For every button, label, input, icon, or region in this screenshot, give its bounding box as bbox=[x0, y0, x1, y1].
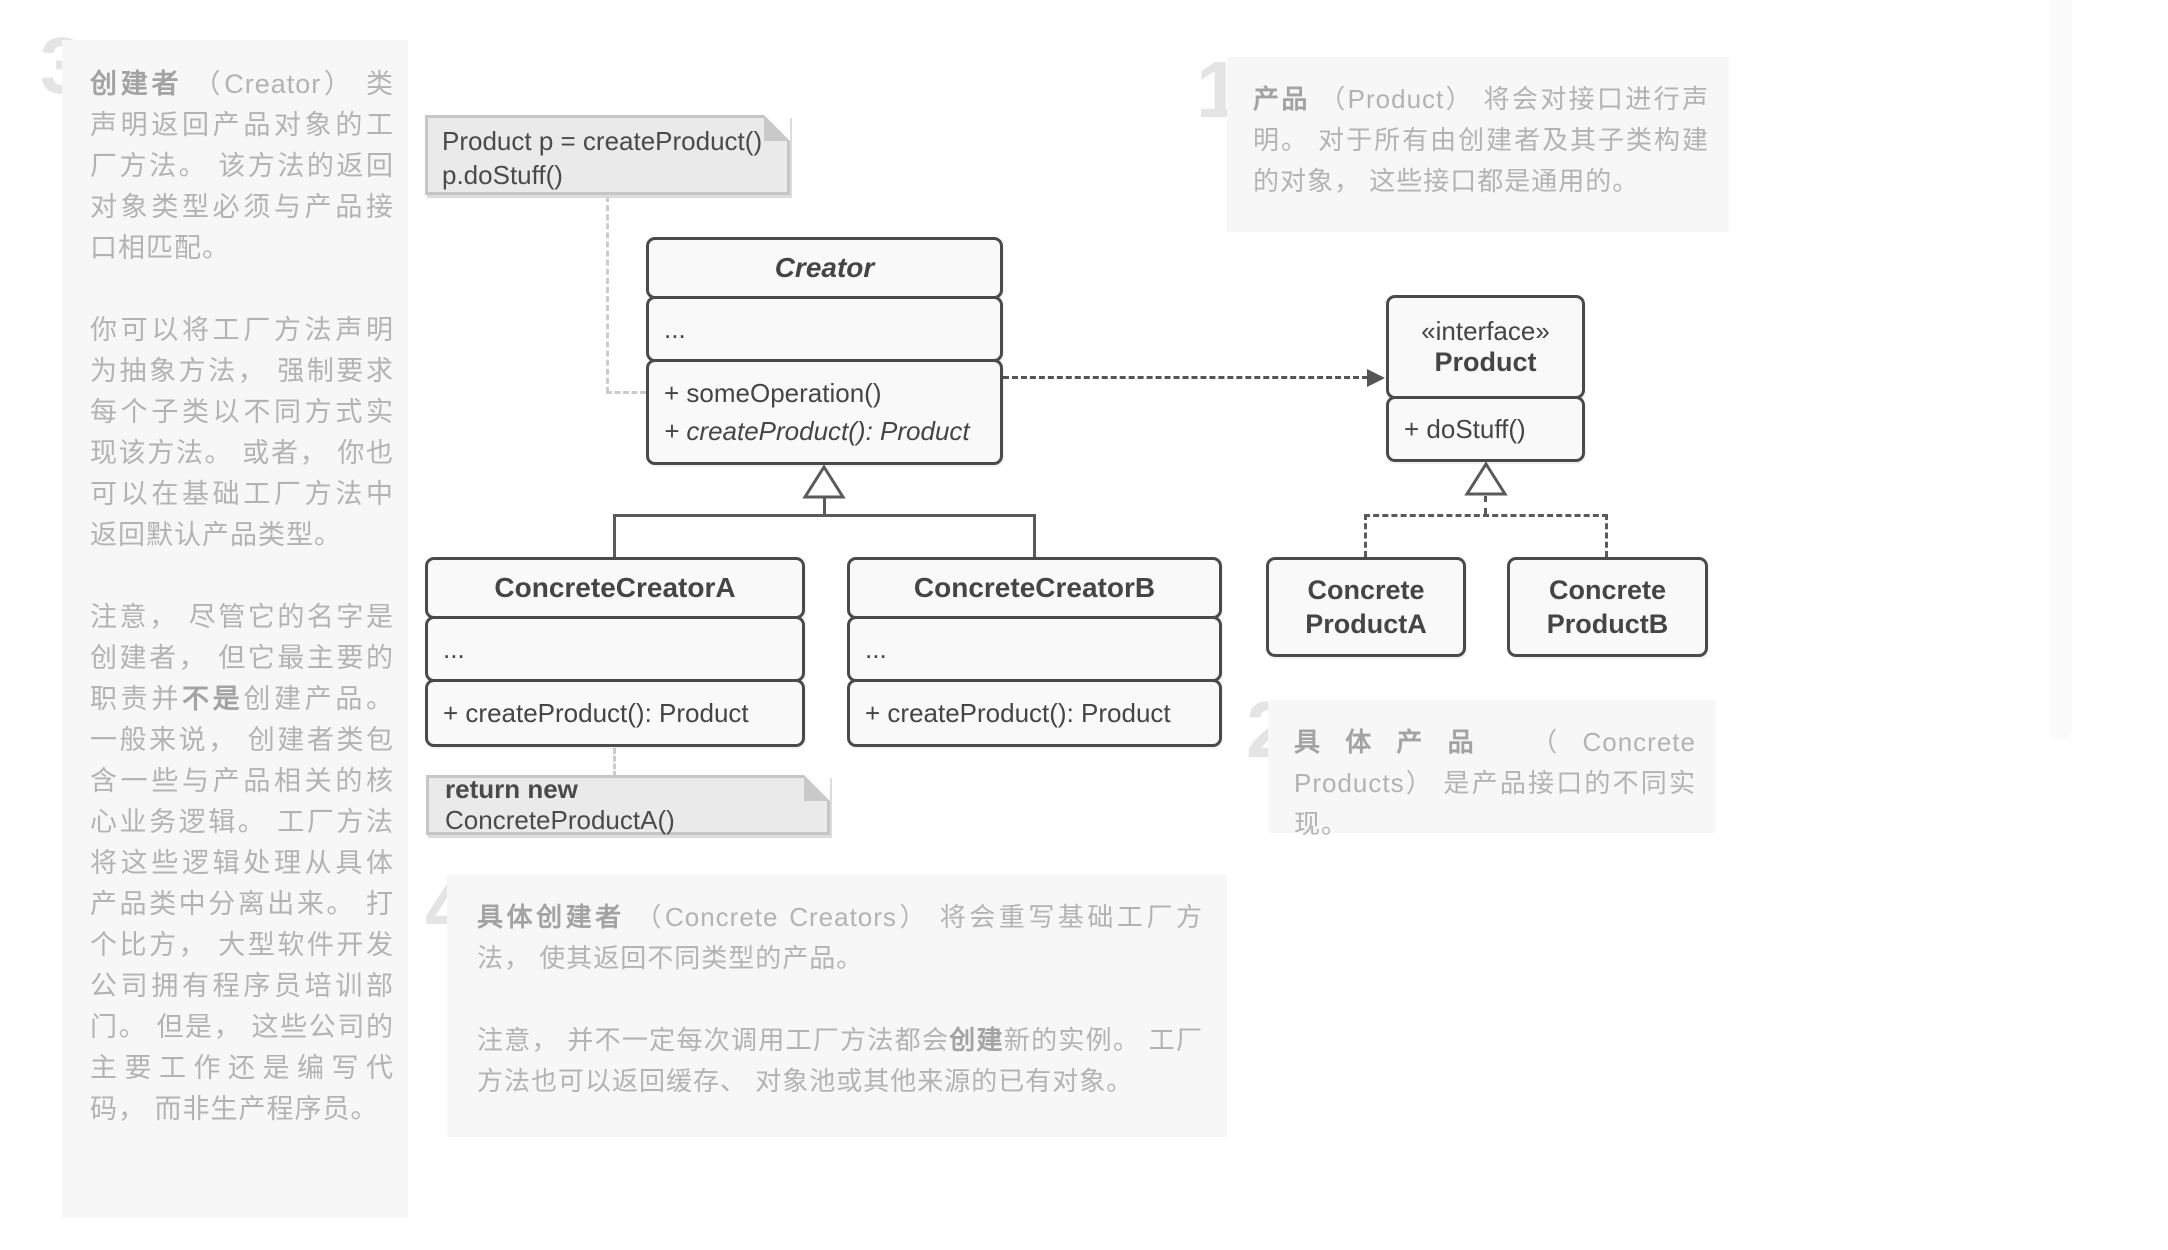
annotation-concrete-products-body: （Concrete Products） 是产品接口的不同实现。 bbox=[1294, 727, 1696, 839]
annotation-concrete-creators-paragraph-2: 注意， 并不一定每次调用工厂方法都会创建新的实例。 工厂方法也可以返回缓存、 对… bbox=[477, 1020, 1203, 1102]
annotation-panel-creator: 创建者 （Creator） 类声明返回产品对象的工厂方法。 该方法的返回对象类型… bbox=[62, 40, 408, 1218]
annotation-product-paragraph: 产品 （Product） 将会对接口进行声明。 对于所有由创建者及其子类构建的对… bbox=[1253, 79, 1709, 202]
note-client-code: Product p = createProduct() p.doStuff() bbox=[425, 115, 790, 195]
class-creator-fields-text: ... bbox=[664, 313, 686, 344]
note-return-new-bold: return new bbox=[445, 774, 578, 804]
term-concrete-creators: 具体创建者 bbox=[477, 902, 625, 932]
interface-product-stereotype: «interface» bbox=[1421, 316, 1550, 346]
annotation-cc-p2-bold: 创建 bbox=[949, 1025, 1004, 1055]
inheritance-line-horizontal bbox=[613, 514, 1036, 517]
note-client-code-line-2: p.doStuff() bbox=[442, 160, 563, 190]
annotation-creator-paragraph-2: 你可以将工厂方法声明为抽象方法， 强制要求每个子类以不同方式实现该方法。 或者，… bbox=[90, 315, 394, 550]
annotation-cc-p2-post: 新的实例。 工厂方法也可以返回缓存、 对象池或其他来源的已有对象。 bbox=[477, 1025, 1203, 1096]
class-creator-methods: + someOperation() + createProduct(): Pro… bbox=[646, 359, 1003, 465]
realization-arrow-icon bbox=[1464, 461, 1508, 496]
class-concrete-creator-b: ConcreteCreatorB ... + createProduct(): … bbox=[847, 557, 1222, 747]
inheritance-line-creator-a bbox=[613, 514, 616, 557]
class-concrete-creator-a-name: ConcreteCreatorA bbox=[494, 572, 736, 603]
class-creator-method-someoperation: + someOperation() bbox=[664, 378, 882, 408]
term-product: 产品 bbox=[1253, 84, 1310, 114]
annotation-creator-paragraph-1: 创建者 （Creator） 类声明返回产品对象的工厂方法。 该方法的返回对象类型… bbox=[90, 64, 394, 269]
annotation-panel-concrete-creators: 具体创建者 （Concrete Creators） 将会重写基础工厂方法， 使其… bbox=[447, 875, 1227, 1137]
realization-line-product-a bbox=[1364, 514, 1367, 557]
term-concrete-products: 具体产品 bbox=[1294, 727, 1499, 757]
annotation-creator-p3-post: 创建产品。 一般来说， 创建者类包含一些与产品相关的核心业务逻辑。 工厂方法将这… bbox=[90, 684, 395, 1124]
annotation-panel-product: 产品 （Product） 将会对接口进行声明。 对于所有由创建者及其子类构建的对… bbox=[1227, 57, 1729, 232]
class-creator: Creator ... + someOperation() + createPr… bbox=[646, 237, 1003, 465]
interface-product: «interface» Product + doStuff() bbox=[1386, 295, 1585, 462]
note-client-code-line-1: Product p = createProduct() bbox=[442, 126, 763, 156]
annotation-product-body: （Product） 将会对接口进行声明。 对于所有由创建者及其子类构建的对象， … bbox=[1253, 84, 1709, 196]
annotation-cc-p2-pre: 注意， 并不一定每次调用工厂方法都会 bbox=[477, 1025, 950, 1055]
annotation-creator-p3-bold: 不是 bbox=[182, 684, 244, 714]
class-concrete-creator-a-methods: + createProduct(): Product bbox=[425, 679, 805, 747]
class-creator-fields: ... bbox=[646, 296, 1003, 362]
annotation-creator-body-1: （Creator） 类声明返回产品对象的工厂方法。 该方法的返回对象类型必须与产… bbox=[90, 69, 394, 263]
class-concrete-creator-b-fields-text: ... bbox=[865, 633, 887, 664]
realization-line-horizontal bbox=[1364, 514, 1608, 517]
class-concrete-creator-a-method-createproduct: + createProduct(): Product bbox=[443, 698, 749, 728]
scrollbar-track[interactable] bbox=[2050, 0, 2072, 740]
dependency-arrowhead-icon bbox=[1367, 369, 1385, 387]
annotation-creator-p3-pre: 注意， 尽管它的名字是创建者， 但它最主要的职责并 bbox=[90, 602, 394, 714]
annotation-concrete-creators-body: （Concrete Creators） 将会重写基础工厂方法， 使其返回不同类型… bbox=[477, 902, 1203, 973]
annotation-creator-paragraph-3: 注意， 尽管它的名字是创建者， 但它最主要的职责并不是创建产品。 一般来说， 创… bbox=[90, 597, 394, 1130]
class-concrete-creator-a-header: ConcreteCreatorA bbox=[425, 557, 805, 619]
class-concrete-creator-b-fields: ... bbox=[847, 616, 1222, 682]
interface-product-methods: + doStuff() bbox=[1386, 396, 1585, 462]
class-concrete-creator-b-name: ConcreteCreatorB bbox=[913, 572, 1156, 603]
term-creator: 创建者 bbox=[90, 69, 183, 99]
realization-line-product-b bbox=[1605, 514, 1608, 557]
class-concrete-creator-b-header: ConcreteCreatorB bbox=[847, 557, 1222, 619]
class-concrete-creator-b-methods: + createProduct(): Product bbox=[847, 679, 1222, 747]
realization-line-stem bbox=[1484, 496, 1487, 514]
class-creator-name: Creator bbox=[774, 252, 875, 283]
annotation-panel-concrete-products: 具体产品 （Concrete Products） 是产品接口的不同实现。 bbox=[1268, 700, 1716, 839]
interface-product-method-dostuff: + doStuff() bbox=[1404, 414, 1526, 444]
interface-product-name: Product bbox=[1434, 347, 1537, 377]
note-client-connector-vertical bbox=[606, 196, 609, 393]
class-creator-header: Creator bbox=[646, 237, 1003, 299]
inheritance-line-creator-b bbox=[1033, 514, 1036, 557]
class-creator-method-createproduct: + createProduct(): Product bbox=[664, 416, 970, 446]
note-return-new-rest: ConcreteProductA() bbox=[445, 805, 675, 835]
class-concrete-creator-a-fields-text: ... bbox=[443, 633, 465, 664]
class-concrete-creator-b-method-createproduct: + createProduct(): Product bbox=[865, 698, 1171, 728]
class-concrete-creator-a-fields: ... bbox=[425, 616, 805, 682]
generalization-arrow-icon bbox=[802, 464, 846, 499]
annotation-concrete-products-paragraph: 具体产品 （Concrete Products） 是产品接口的不同实现。 bbox=[1294, 722, 1696, 845]
inheritance-line-stem bbox=[823, 498, 826, 514]
class-concrete-creator-a: ConcreteCreatorA ... + createProduct(): … bbox=[425, 557, 805, 747]
interface-product-header: «interface» Product bbox=[1386, 295, 1585, 399]
note-return-connector bbox=[613, 748, 616, 777]
note-return-new: return new ConcreteProductA() bbox=[426, 774, 830, 835]
dependency-line-creator-to-product bbox=[1003, 376, 1368, 379]
annotation-concrete-creators-paragraph-1: 具体创建者 （Concrete Creators） 将会重写基础工厂方法， 使其… bbox=[477, 897, 1203, 979]
note-client-connector-horizontal bbox=[606, 391, 646, 394]
